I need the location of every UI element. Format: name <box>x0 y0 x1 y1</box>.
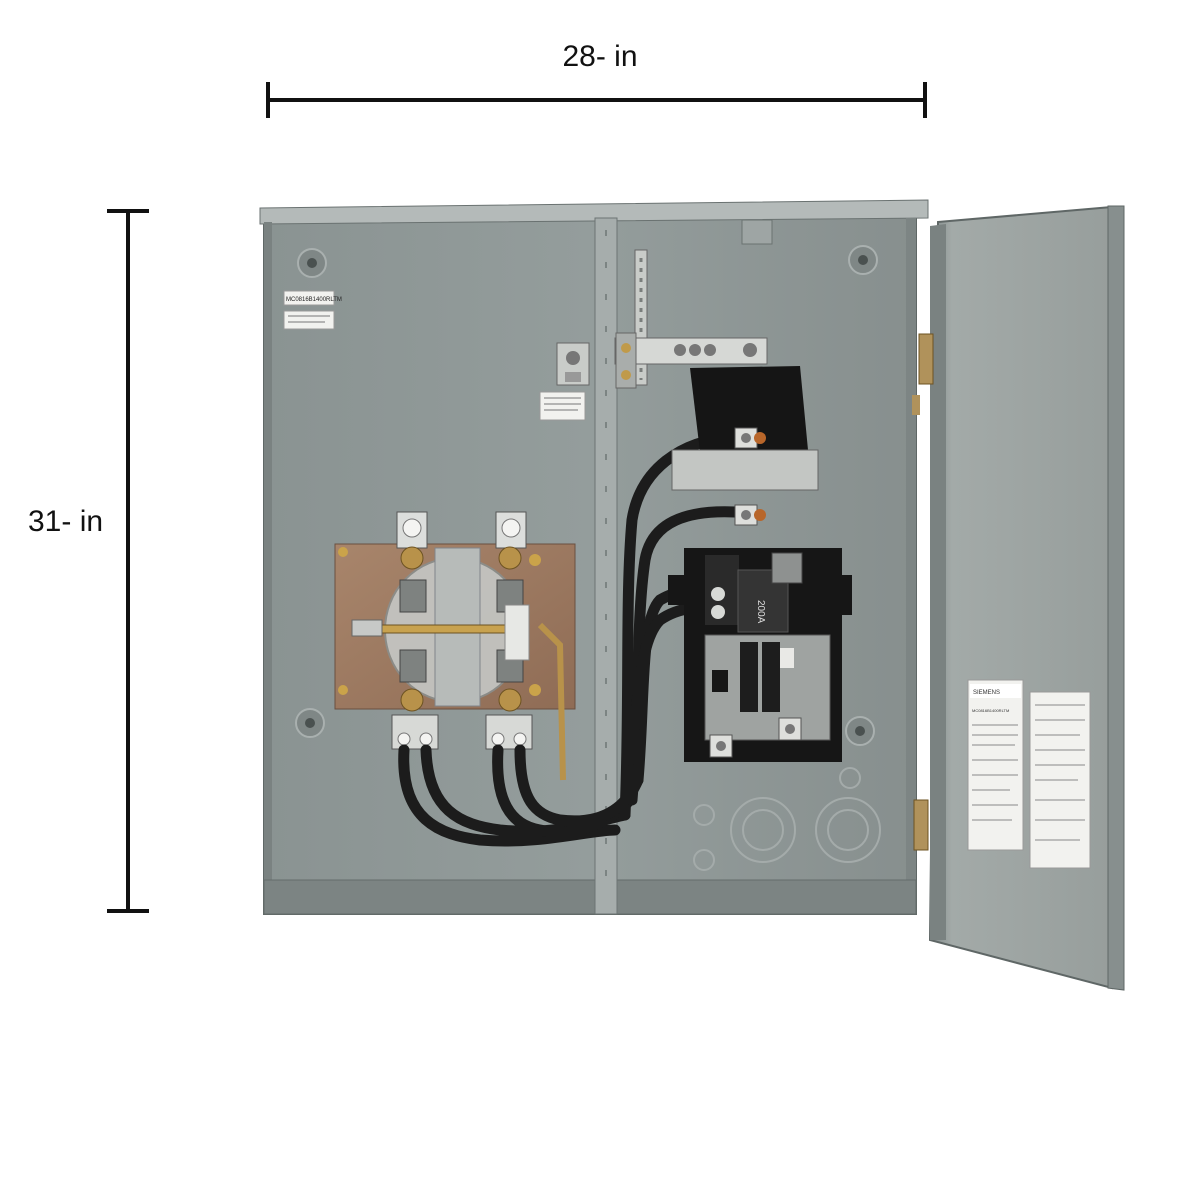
breaker-rating-text: 200A <box>755 600 766 624</box>
width-dimension-line <box>266 82 927 118</box>
line-lugs <box>671 427 819 526</box>
model-label-sticker: MC0816B1400RLTM <box>283 290 586 421</box>
neutral-bar <box>614 249 768 389</box>
ground-lug <box>556 342 590 386</box>
door-brand-text: SIEMENS <box>973 690 1000 696</box>
model-label-text: MC0816B1400RLTM <box>286 297 342 303</box>
main-breaker: 200A <box>668 548 852 762</box>
width-dimension-label: 28- in <box>562 40 638 73</box>
height-dimension-line <box>107 209 149 913</box>
height-dimension-label: 31- in <box>28 505 104 538</box>
meter-socket-assembly <box>334 511 576 781</box>
door-model-text: MC0816B1400RLTM <box>972 708 1009 713</box>
insulator-sheet <box>690 366 808 452</box>
open-door: SIEMENS MC0816B1400RLTM <box>912 205 1125 991</box>
